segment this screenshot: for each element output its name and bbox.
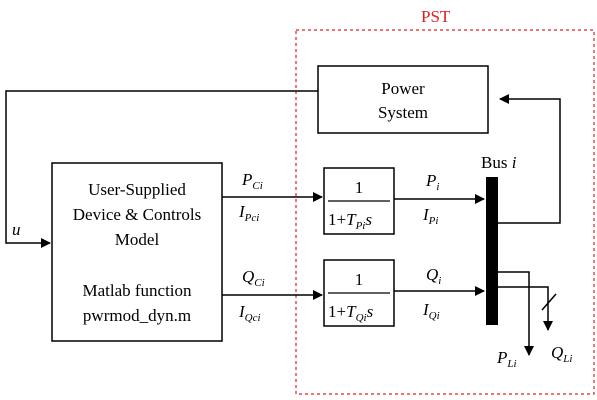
tf-p-block <box>323 167 395 235</box>
iqi-label: IQi <box>422 300 440 322</box>
qi-label: Qi <box>426 265 441 287</box>
ql-label: QLi <box>551 343 572 365</box>
power-system-block <box>317 65 489 134</box>
device-model-line-2: Device & Controls <box>73 205 201 224</box>
device-model-line-3: Model <box>115 230 160 249</box>
device-model-block <box>51 162 223 342</box>
pst-label: PST <box>421 7 451 26</box>
device-model-line-4: Matlab function <box>82 281 192 300</box>
pl-label: PLi <box>496 348 517 370</box>
ipc-label: IPci <box>238 202 259 224</box>
pst-region <box>295 29 595 395</box>
tf-q-numerator: 1 <box>355 270 364 289</box>
pl-load-arrow <box>498 271 534 356</box>
iqc-label: IQci <box>238 302 261 324</box>
pc-label: PCi <box>241 170 263 192</box>
power-system-label-1: Power <box>381 79 425 98</box>
tf-p-numerator: 1 <box>355 178 364 197</box>
bus-to-power-system-line <box>498 94 561 224</box>
u-feedback-line <box>5 90 318 248</box>
ql-load-arrow <box>498 286 553 331</box>
pi-label: Pi <box>425 171 439 193</box>
device-model-line-1: User-Supplied <box>88 180 186 199</box>
tf-q-block <box>323 259 395 327</box>
ql-load-slash <box>541 293 557 311</box>
bus-bar <box>486 177 498 325</box>
power-system-label-2: System <box>378 103 428 122</box>
tf-q-denominator: 1+TQis <box>328 302 374 324</box>
u-label: u <box>12 220 21 239</box>
qc-label: QCi <box>242 267 265 289</box>
bus-label: Bus i <box>481 153 517 172</box>
ipi-label: IPi <box>422 205 438 227</box>
device-model-line-5: pwrmod_dyn.m <box>83 306 191 325</box>
tf-p-denominator: 1+TPis <box>328 210 372 232</box>
